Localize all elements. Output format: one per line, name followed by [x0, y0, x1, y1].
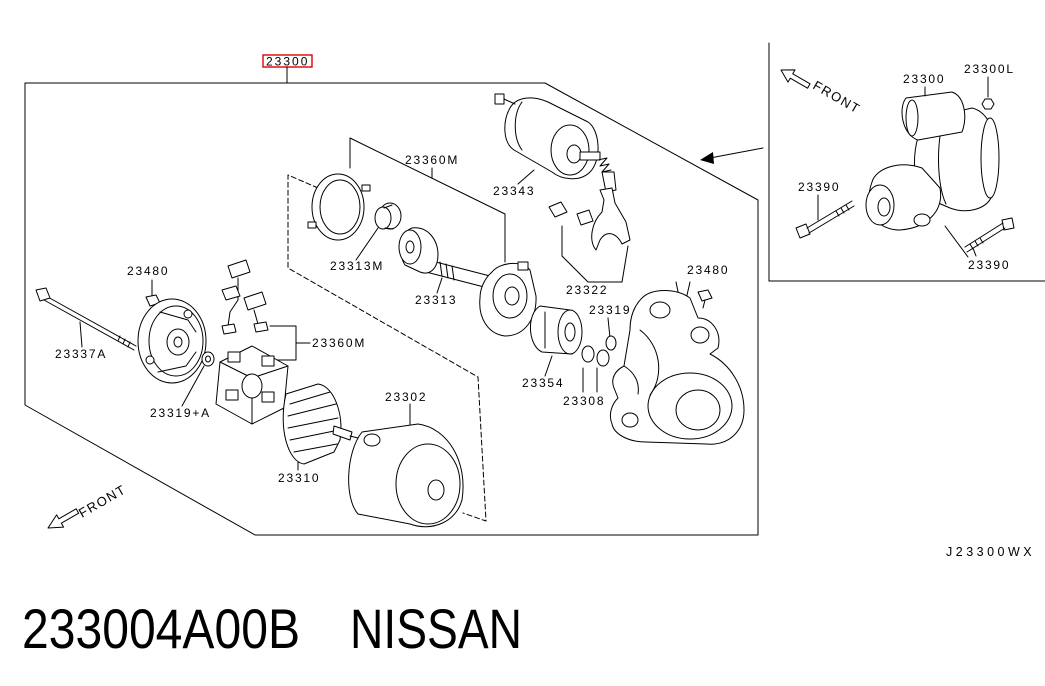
callout-rings: 23308	[563, 394, 605, 408]
leader-ring-right	[607, 317, 611, 339]
armature-drawing	[282, 383, 359, 465]
callout-armature: 23310	[278, 471, 320, 485]
callout-shaft: 23313	[415, 293, 457, 307]
callout-23360M-left: 23360M	[312, 336, 366, 350]
inset-callout-bolt-left: 23390	[798, 180, 840, 194]
callout-gear: 23313M	[330, 259, 384, 273]
caption: 233004A00B NISSAN	[22, 597, 522, 660]
diagram-code: J23300WX	[946, 545, 1035, 559]
solenoid-drawing	[494, 93, 617, 193]
leader-shaft	[436, 277, 443, 294]
leader-through-bolt	[79, 321, 83, 348]
inset-pointer-arrowhead-icon	[700, 152, 714, 164]
inset-pointer-line	[709, 147, 764, 159]
front-arrow-icon	[47, 508, 80, 529]
callout-ring-left: 23319+A	[150, 406, 211, 420]
callout-through-bolt: 23337A	[55, 347, 107, 361]
gear-drawing	[374, 202, 402, 230]
inset-bolt-left-drawing	[795, 200, 855, 239]
bolt-right-drawing	[697, 289, 713, 309]
main-view-callouts: 23360M 23343 23313M 23313 23322 23480 23…	[55, 153, 729, 485]
inset-callout-nut: 23300L	[964, 62, 1015, 76]
exploded-view-guides	[79, 137, 691, 522]
rear-cover-drawing	[137, 298, 207, 384]
leader-gear	[355, 227, 379, 261]
inset-leader-bolt-right-b	[972, 247, 977, 257]
callout-solenoid: 23343	[493, 184, 535, 198]
leader-bracket-lever	[561, 225, 629, 283]
inset-nut-drawing	[981, 98, 995, 110]
gear-housing-drawing	[479, 261, 537, 337]
inset-callout-bolt-right: 23390	[968, 258, 1010, 272]
clutch-drawing	[530, 305, 583, 355]
inset-view: FRONT	[700, 42, 1045, 282]
main-view-frame	[24, 82, 759, 536]
inset-starter-assembly-drawing	[865, 91, 1000, 231]
pinion-shaft-drawing	[398, 227, 491, 289]
dashed-guide	[287, 174, 487, 522]
callout-clutch: 23354	[522, 376, 564, 390]
inset-callout-assembly: 23300	[903, 72, 945, 86]
callout-ring-right: 23319	[589, 303, 631, 317]
yoke-drawing	[348, 423, 464, 528]
bracket-guide-top	[349, 137, 506, 263]
leader-clutch	[544, 355, 553, 377]
assembly-callout-label: 23300	[266, 55, 309, 69]
callout-bolt-left: 23480	[127, 264, 169, 278]
caption-part-number: 233004A00B	[22, 597, 300, 660]
inset-leader-bolt-right-a	[944, 225, 969, 258]
through-bolt-drawing	[35, 287, 137, 351]
callout-yoke: 23302	[385, 390, 427, 404]
callout-bolt-right: 23480	[687, 263, 729, 277]
leader-solenoid	[517, 169, 535, 185]
callout-23360M-top: 23360M	[405, 153, 459, 167]
caption-brand: NISSAN	[350, 597, 522, 660]
front-housing-drawing	[609, 290, 745, 445]
brush-set-drawing	[221, 259, 269, 335]
shift-lever-drawing	[548, 187, 631, 251]
callout-lever: 23322	[566, 283, 608, 297]
assembly-callout: 23300	[262, 54, 313, 84]
leader-ring-left	[181, 365, 205, 407]
seal-ring-drawing	[307, 173, 371, 241]
inset-front-arrow-icon	[780, 69, 811, 89]
ring-left-drawing	[201, 351, 215, 367]
small-rings-drawing	[581, 335, 617, 367]
brush-holder-drawing	[215, 345, 289, 425]
